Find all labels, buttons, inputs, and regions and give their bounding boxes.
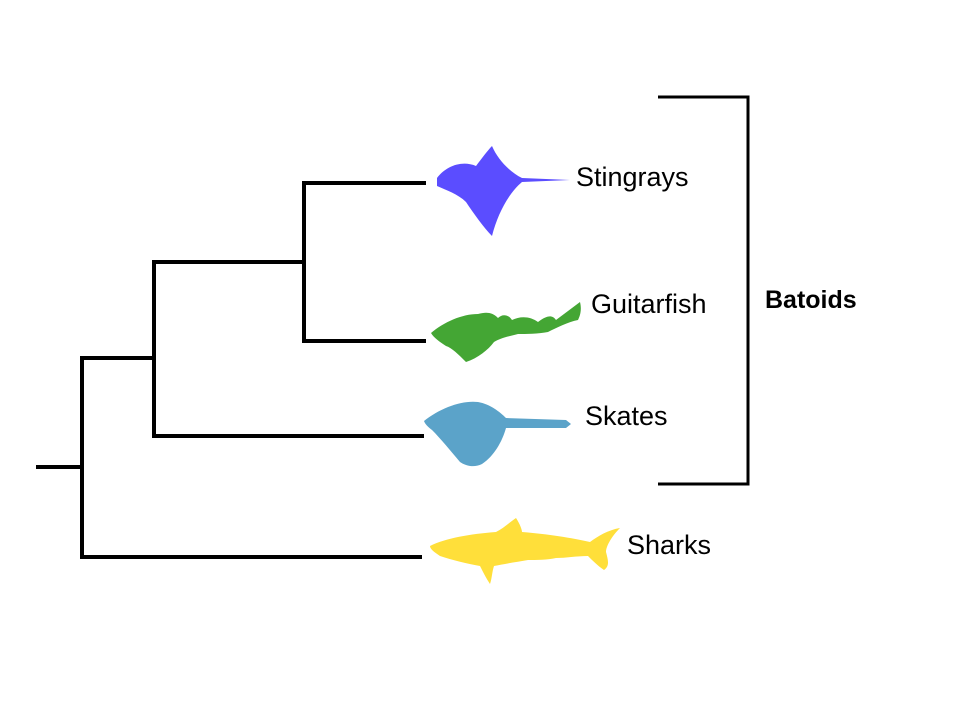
clade-label-batoids: Batoids	[765, 286, 857, 314]
label-sharks: Sharks	[627, 530, 712, 560]
batoids-bracket	[658, 95, 750, 486]
label-skates: Skates	[585, 401, 668, 431]
label-stingrays: Stingrays	[576, 162, 689, 192]
stingray-silhouette-icon	[437, 146, 570, 236]
tree-branches	[36, 181, 426, 559]
label-guitarfish: Guitarfish	[591, 289, 707, 319]
guitarfish-silhouette-icon	[431, 302, 581, 362]
skate-silhouette-icon	[424, 401, 571, 467]
shark-silhouette-icon	[430, 518, 620, 584]
